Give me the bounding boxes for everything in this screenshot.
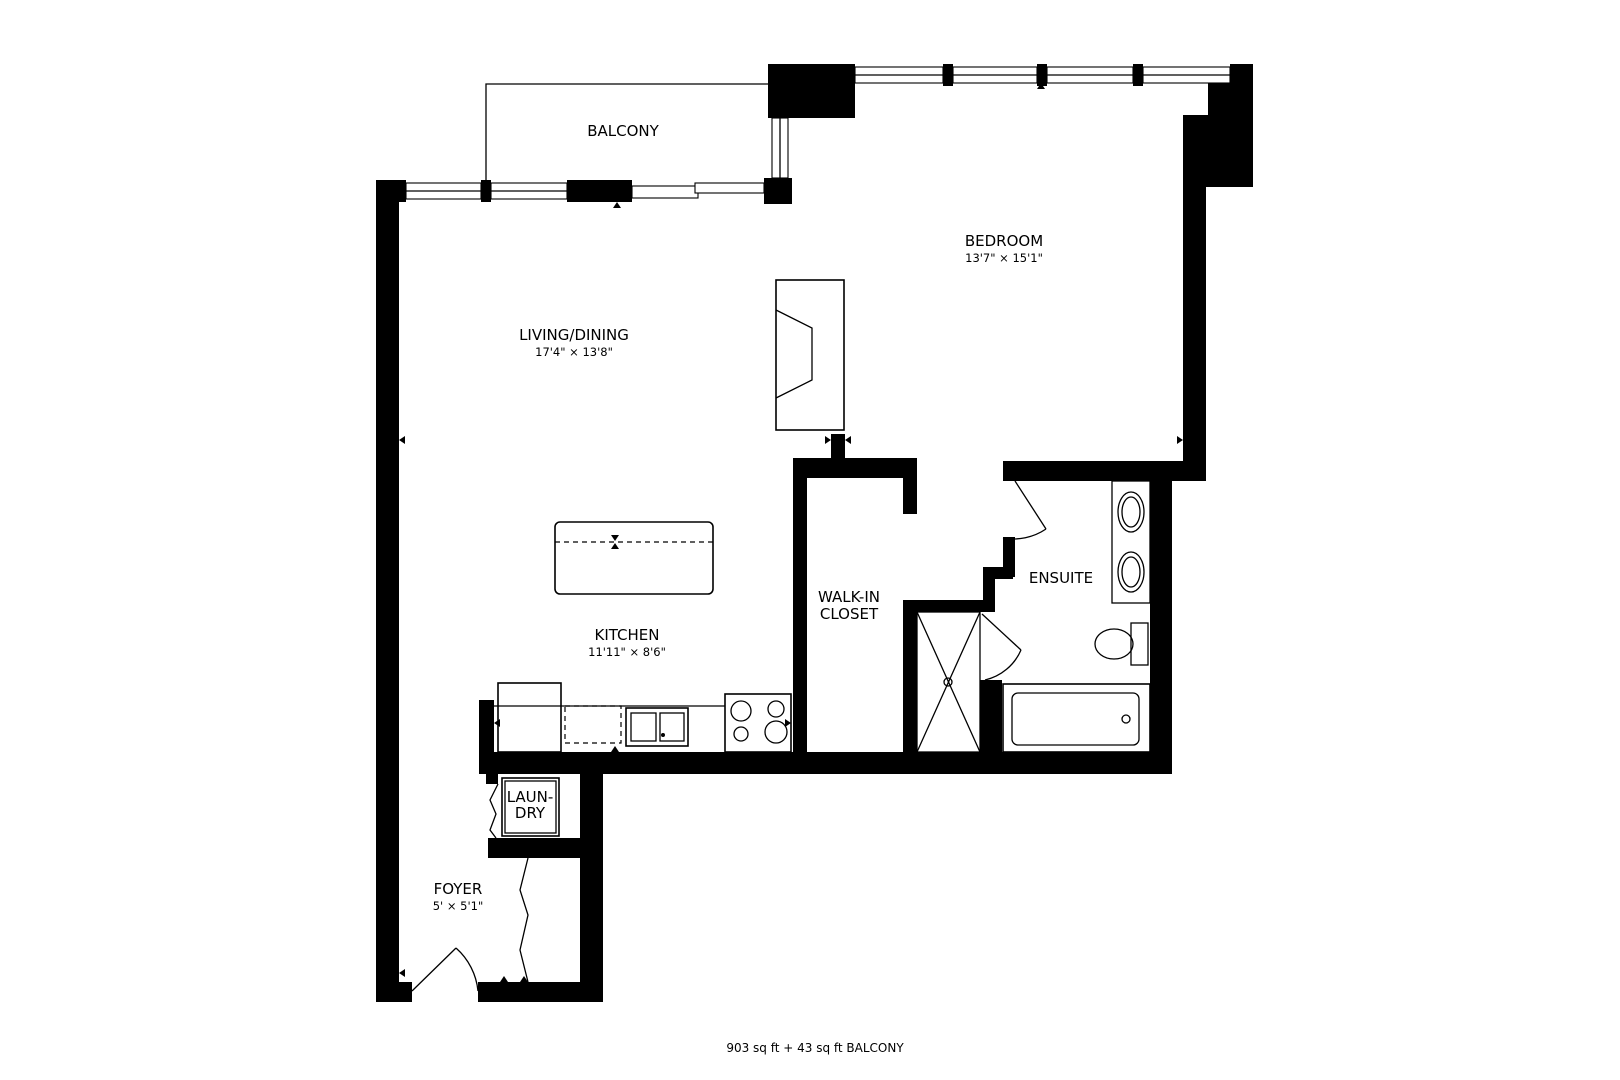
double-vanity bbox=[1111, 480, 1151, 604]
foyer-dimensions: 5' × 5'1" bbox=[433, 899, 484, 913]
toilet bbox=[1094, 622, 1149, 666]
fireplace bbox=[775, 279, 845, 431]
living-dining-label: LIVING/DINING bbox=[519, 326, 629, 344]
doors bbox=[411, 480, 1047, 992]
area-summary: 903 sq ft + 43 sq ft BALCONY bbox=[726, 1041, 904, 1055]
kitchen-counter bbox=[494, 682, 792, 753]
kitchen-dimensions: 11'11" × 8'6" bbox=[588, 645, 666, 659]
foyer-label: FOYER bbox=[434, 880, 483, 898]
balcony-label: BALCONY bbox=[587, 122, 659, 140]
ensuite-label: ENSUITE bbox=[1029, 569, 1093, 587]
laundry-label-line2: DRY bbox=[515, 804, 546, 822]
windows bbox=[405, 66, 1231, 200]
markers bbox=[399, 83, 1183, 982]
living-dining-dimensions: 17'4" × 13'8" bbox=[535, 345, 613, 359]
shower bbox=[916, 611, 981, 753]
bathtub bbox=[1002, 683, 1151, 753]
walk-in-closet-label-line2: CLOSET bbox=[820, 605, 879, 623]
laundry-label-line1: LAUN- bbox=[507, 788, 554, 806]
kitchen-island bbox=[554, 521, 714, 595]
walk-in-closet-label-line1: WALK-IN bbox=[818, 588, 880, 606]
bedroom-label: BEDROOM bbox=[965, 232, 1043, 250]
bedroom-dimensions: 13'7" × 15'1" bbox=[965, 251, 1043, 265]
laundry-unit bbox=[501, 777, 560, 837]
kitchen-label: KITCHEN bbox=[595, 626, 660, 644]
walls bbox=[376, 64, 1253, 1002]
balcony-outline bbox=[485, 83, 768, 182]
